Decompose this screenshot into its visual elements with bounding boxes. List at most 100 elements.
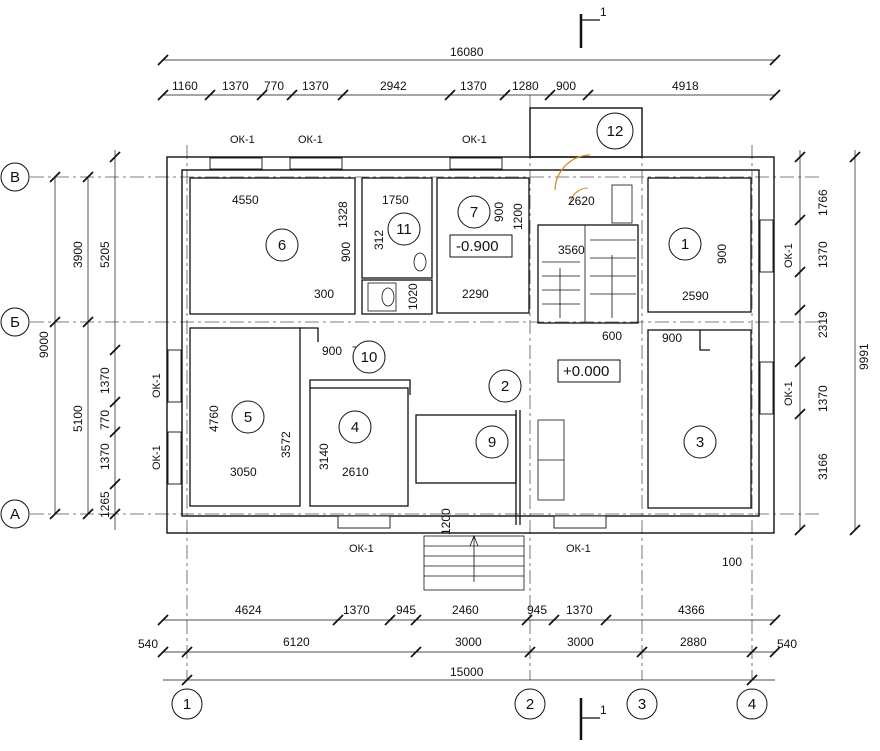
room-number: 6 — [278, 237, 286, 254]
axis-label-col: 3 — [638, 696, 646, 713]
window-tag: ОК-1 — [151, 445, 163, 470]
section-marker-bottom: 1 — [600, 703, 607, 717]
dim-interior: 600 — [602, 329, 622, 343]
dim-top-segment: 1370 — [222, 79, 249, 93]
dimension-tick — [769, 54, 781, 66]
axis-label-row: А — [10, 506, 20, 523]
dimension-ticks — [49, 54, 861, 686]
dim-interior: 900 — [492, 202, 506, 222]
dim-left-overall: 9000 — [37, 331, 51, 358]
dim-interior: 4760 — [207, 405, 221, 432]
dimension-tick — [582, 89, 594, 101]
dimension-tick — [109, 426, 121, 438]
dim-interior: 2620 — [568, 194, 595, 208]
dimension-lines — [54, 59, 856, 681]
dimension-tick — [794, 524, 806, 536]
room-marker: 10 — [352, 340, 386, 374]
room-marker: 9 — [475, 425, 509, 459]
level-box-ground — [557, 359, 621, 383]
room-number: 1 — [681, 236, 689, 253]
dimension-tick — [410, 614, 422, 626]
dimension-tick — [256, 89, 268, 101]
dim-interior: 2590 — [682, 289, 709, 303]
dim-right-overall: 9991 — [857, 343, 871, 370]
room-number: 11 — [396, 221, 412, 238]
dim-top-segment: 1370 — [460, 79, 487, 93]
dim-top-segment: 1280 — [512, 79, 539, 93]
dimension-tick — [600, 614, 612, 626]
dim-right-segment: 1370 — [816, 385, 830, 412]
dimension-tick — [82, 316, 94, 328]
window-tag: ОК-1 — [462, 134, 487, 146]
dimension-tick — [794, 214, 806, 226]
dimension-tick — [332, 614, 344, 626]
dimension-tick — [746, 646, 758, 658]
room-marker: 11 — [387, 212, 421, 246]
door-swing-inner — [569, 187, 589, 206]
interior-walls — [189, 177, 752, 525]
dimension-tick — [204, 89, 216, 101]
dim-left-outer: 3900 — [71, 241, 85, 268]
dim-left-inner: 1370 — [98, 443, 112, 470]
dim-interior: 1200 — [511, 203, 525, 230]
dim-top-segment: 770 — [264, 79, 284, 93]
dimension-tick — [82, 171, 94, 183]
room-marker: 7 — [457, 195, 491, 229]
dim-bottom-segment: 4366 — [678, 603, 705, 617]
dim-bottom-axis-segment: 3000 — [567, 635, 594, 649]
dimension-tick — [109, 396, 121, 408]
dimension-tick — [849, 524, 861, 536]
window-tag: ОК-1 — [349, 543, 374, 555]
dim-bottom-segment: 945 — [527, 603, 547, 617]
window-tag: ОК-1 — [783, 243, 795, 268]
room-number: 3 — [696, 434, 704, 451]
dim-top-segment: 1370 — [302, 79, 329, 93]
axis-marker-row: Б — [0, 307, 30, 337]
dimension-tick — [157, 89, 169, 101]
dim-interior: 1328 — [336, 201, 350, 228]
room-number: 12 — [607, 123, 624, 140]
dimension-tick — [544, 89, 556, 101]
axis-label-col: 4 — [748, 696, 756, 713]
dim-bottom-small: 100 — [722, 555, 742, 569]
dim-interior: 300 — [314, 287, 334, 301]
window-tag: ОК-1 — [298, 134, 323, 146]
dimension-tick — [794, 408, 806, 420]
dimension-tick — [157, 54, 169, 66]
dim-interior: 2290 — [462, 287, 489, 301]
dim-interior: 1200 — [439, 508, 453, 535]
room-number: 7 — [470, 204, 478, 221]
dim-interior: 312 — [372, 230, 386, 250]
windows — [167, 157, 774, 529]
room-number: 5 — [244, 409, 252, 426]
dim-interior: 900 — [715, 244, 729, 264]
room-marker: 3 — [683, 425, 717, 459]
section-marker-top: 1 — [600, 5, 607, 19]
room-marker: 12 — [596, 112, 634, 150]
axis-label-col: 2 — [526, 696, 534, 713]
dim-interior: 2610 — [342, 465, 369, 479]
axis-marker-row: В — [0, 162, 30, 192]
room-marker: 5 — [231, 400, 265, 434]
dim-right-segment: 3166 — [816, 453, 830, 480]
axis-label-col: 1 — [183, 696, 191, 713]
axis-marker-col: 1 — [171, 688, 203, 720]
room-marker: 6 — [265, 228, 299, 262]
dim-interior: 3050 — [230, 465, 257, 479]
dimension-tick — [794, 266, 806, 278]
axis-label-row: Б — [10, 314, 20, 331]
dim-bottom-axis-segment: 540 — [138, 637, 158, 651]
dim-interior: 4550 — [232, 193, 259, 207]
dim-bottom-segment: 4624 — [235, 603, 262, 617]
axis-marker-row: А — [0, 499, 30, 529]
dim-left-inner: 1370 — [98, 367, 112, 394]
dimension-tick — [109, 151, 121, 163]
dimension-tick — [109, 344, 121, 356]
dim-top-overall: 16080 — [450, 45, 484, 59]
grid-lines — [30, 95, 820, 680]
room-number: 9 — [488, 434, 496, 451]
dimension-tick — [384, 614, 396, 626]
dim-right-segment: 2319 — [816, 311, 830, 338]
